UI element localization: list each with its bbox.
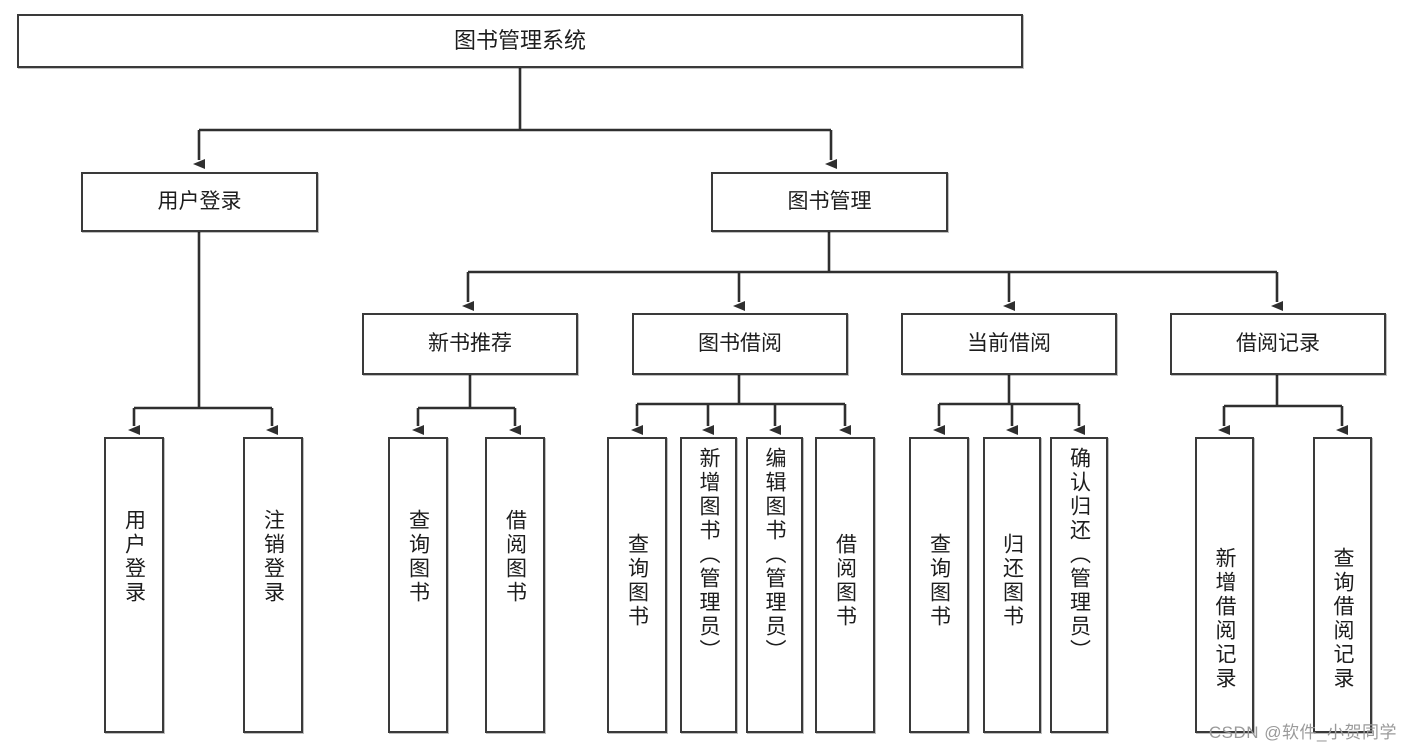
leaf-user-login[interactable]: 用户登录: [104, 437, 164, 733]
node-borrow-records-label: 借阅记录: [1236, 331, 1320, 355]
leaf-logout-label: 注销登录: [261, 509, 285, 605]
leaf-edit-book-admin[interactable]: 编辑图书（管理员）: [746, 437, 803, 733]
node-book-management[interactable]: 图书管理: [711, 172, 948, 232]
leaf-return-book[interactable]: 归还图书: [983, 437, 1041, 733]
leaf-add-borrow-record-label: 新增借阅记录: [1213, 547, 1236, 691]
leaf-return-book-label: 归还图书: [1000, 533, 1024, 629]
leaf-query-book-borrow-label: 查询图书: [625, 533, 649, 629]
node-new-book-recommend-label: 新书推荐: [428, 331, 512, 355]
leaf-query-book-borrow[interactable]: 查询图书: [607, 437, 667, 733]
node-book-borrow-label: 图书借阅: [698, 331, 782, 355]
leaf-borrow-book-label: 借阅图书: [833, 533, 857, 629]
leaf-borrow-book-recommend-label: 借阅图书: [503, 509, 527, 605]
leaf-confirm-return-admin-label: 确认归还（管理员）: [1067, 447, 1091, 663]
leaf-confirm-return-admin[interactable]: 确认归还（管理员）: [1050, 437, 1108, 733]
leaf-query-borrow-record[interactable]: 查询借阅记录: [1313, 437, 1372, 733]
node-current-borrow[interactable]: 当前借阅: [901, 313, 1117, 375]
leaf-edit-book-admin-label: 编辑图书（管理员）: [763, 447, 786, 663]
leaf-query-book-current-label: 查询图书: [927, 533, 951, 629]
leaf-query-book-current[interactable]: 查询图书: [909, 437, 969, 733]
leaf-logout[interactable]: 注销登录: [243, 437, 303, 733]
leaf-query-borrow-record-label: 查询借阅记录: [1331, 547, 1354, 691]
node-new-book-recommend[interactable]: 新书推荐: [362, 313, 578, 375]
node-book-management-label: 图书管理: [787, 189, 872, 213]
node-current-borrow-label: 当前借阅: [967, 331, 1051, 355]
leaf-borrow-book-recommend[interactable]: 借阅图书: [485, 437, 545, 733]
leaf-user-login-label: 用户登录: [122, 509, 146, 605]
leaf-borrow-book[interactable]: 借阅图书: [815, 437, 875, 733]
node-root-label: 图书管理系统: [453, 28, 586, 54]
node-book-borrow[interactable]: 图书借阅: [632, 313, 848, 375]
node-user-login[interactable]: 用户登录: [81, 172, 318, 232]
leaf-query-book-recommend[interactable]: 查询图书: [388, 437, 448, 733]
watermark: CSDN @软件_小贺同学: [1208, 723, 1397, 742]
node-borrow-records[interactable]: 借阅记录: [1170, 313, 1386, 375]
node-user-login-label: 用户登录: [157, 189, 242, 213]
leaf-add-book-admin[interactable]: 新增图书（管理员）: [680, 437, 737, 733]
leaf-add-borrow-record[interactable]: 新增借阅记录: [1195, 437, 1254, 733]
leaf-add-book-admin-label: 新增图书（管理员）: [697, 447, 720, 663]
leaf-query-book-recommend-label: 查询图书: [406, 509, 430, 605]
node-root[interactable]: 图书管理系统: [17, 14, 1023, 68]
